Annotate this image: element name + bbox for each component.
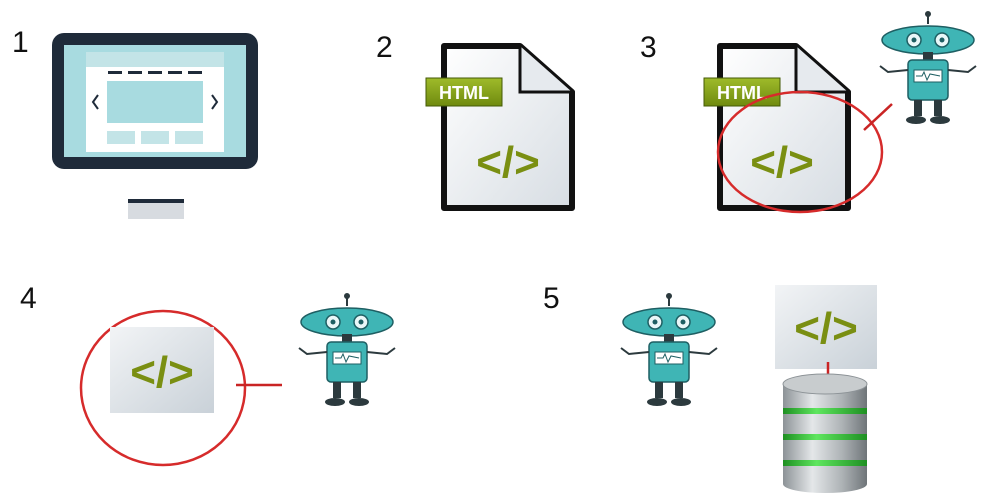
step-1-number: 1 bbox=[12, 26, 29, 59]
html-file-icon: HTML </> bbox=[703, 43, 851, 211]
highlight-circle bbox=[716, 90, 884, 214]
highlight-circle bbox=[79, 309, 247, 467]
html-file-tag-label: HTML bbox=[439, 83, 489, 103]
code-symbol-icon: </> bbox=[794, 304, 858, 353]
step-3-number: 3 bbox=[640, 31, 657, 64]
connector-line bbox=[863, 103, 893, 131]
connector-line bbox=[236, 383, 282, 387]
step-5-number: 5 bbox=[543, 282, 560, 315]
robot-icon bbox=[879, 11, 977, 124]
code-symbol-icon: </> bbox=[476, 138, 540, 187]
step-4-number: 4 bbox=[20, 282, 37, 315]
html-file-tag-label: HTML bbox=[717, 83, 767, 103]
code-block-icon: </> bbox=[110, 327, 214, 413]
html-file-icon: HTML </> bbox=[425, 43, 575, 211]
step-2-number: 2 bbox=[376, 31, 393, 64]
code-symbol-icon: </> bbox=[750, 138, 814, 187]
robot-icon bbox=[620, 293, 718, 406]
database-icon bbox=[782, 373, 868, 493]
monitor-icon bbox=[52, 33, 258, 219]
code-block-icon: </> bbox=[775, 285, 877, 369]
code-symbol-icon: </> bbox=[130, 348, 194, 397]
robot-icon bbox=[298, 293, 396, 406]
